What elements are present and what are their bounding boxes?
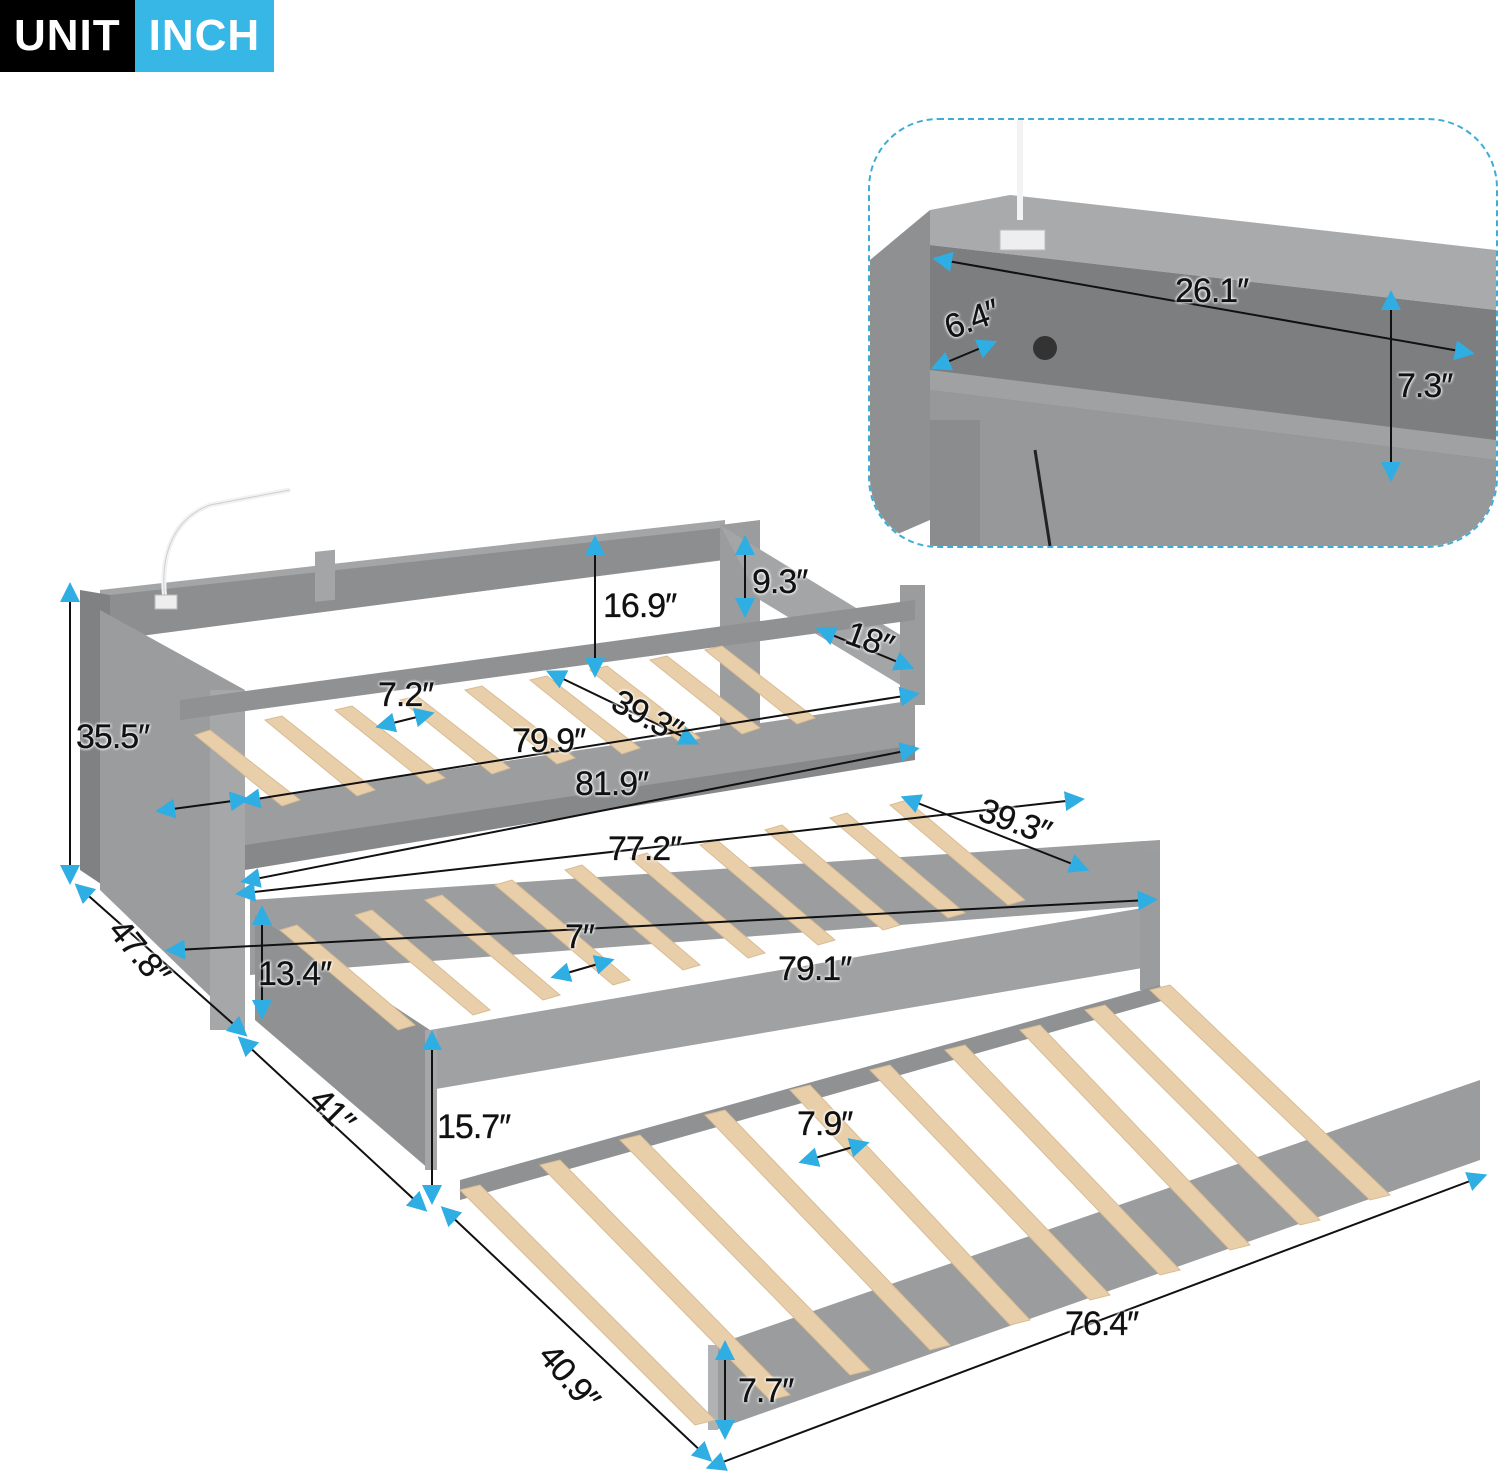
headboard-shelf-illustration: [870, 120, 1496, 546]
dim-trundle1-overall-length: 79.1″: [778, 950, 853, 988]
dim-shelf-height: 7.3″: [1397, 367, 1454, 405]
dim-trundle2-overall-length: 76.4″: [1065, 1305, 1140, 1343]
inch-label: INCH: [134, 0, 275, 72]
unit-label: UNIT: [0, 0, 135, 72]
dim-trundle1-mattress-length: 77.2″: [608, 830, 683, 868]
dim-slat-gap-main: 7.2″: [378, 676, 435, 714]
dim-trundle1-front-height: 15.7″: [437, 1108, 512, 1146]
dim-side-panel-height: 9.3″: [752, 563, 809, 601]
dim-overall-length: 81.9″: [575, 765, 650, 803]
dim-trundle2-front-height: 7.7″: [738, 1372, 795, 1410]
dim-mattress-length-main: 79.9″: [512, 722, 587, 760]
dim-shelf-width: 26.1″: [1175, 272, 1250, 310]
dimension-lines: [60, 535, 1488, 1471]
dim-overall-height: 35.5″: [76, 718, 151, 756]
unit-badge: UNIT INCH: [0, 0, 275, 72]
dim-headboard-height: 16.9″: [603, 587, 678, 625]
headboard-detail-inset: 26.1″ 6.4″ 7.3″: [868, 118, 1498, 548]
dim-trundle1-side-height: 13.4″: [258, 955, 333, 993]
dim-trundle2-slat-gap: 7.9″: [797, 1105, 854, 1143]
dim-trundle1-slat-gap: 7″: [565, 918, 595, 956]
